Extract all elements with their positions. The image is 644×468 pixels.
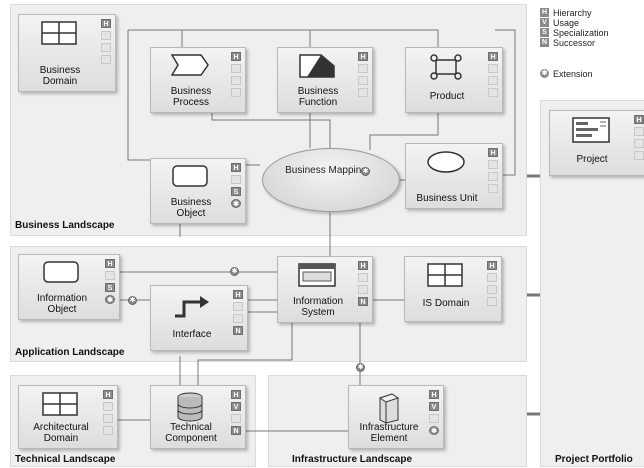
technical-component-label: Technical Component bbox=[165, 422, 217, 444]
project-portfolio-label: Project Portfolio bbox=[555, 454, 633, 465]
information-system-label: Information System bbox=[292, 296, 344, 318]
technical-landscape-label: Technical Landscape bbox=[15, 454, 116, 465]
product-box[interactable]: Product H bbox=[405, 47, 503, 113]
infrastructure-element-label: Infrastructure Element bbox=[359, 422, 419, 444]
project-plan-icon bbox=[572, 117, 610, 143]
product-label: Product bbox=[429, 91, 465, 102]
infrastructure-landscape-label: Infrastructure Landscape bbox=[292, 454, 413, 465]
object-icon bbox=[172, 165, 208, 187]
business-process-box[interactable]: Business Process H bbox=[150, 47, 246, 113]
business-landscape-label: Business Landscape bbox=[15, 220, 115, 231]
interface-label: Interface bbox=[172, 329, 212, 340]
domain-icon bbox=[427, 263, 463, 287]
business-function-box[interactable]: Business Function H bbox=[277, 47, 373, 113]
information-object-label: Information Object bbox=[36, 293, 88, 315]
extension-marker bbox=[361, 167, 370, 176]
database-icon bbox=[177, 392, 203, 422]
domain-icon bbox=[41, 21, 77, 45]
interface-arrows-icon bbox=[175, 296, 209, 318]
business-domain-box[interactable]: Business Domain H bbox=[18, 14, 116, 92]
unit-ellipse-icon bbox=[427, 151, 465, 173]
extension-marker bbox=[230, 267, 239, 276]
business-unit-label: Business Unit bbox=[416, 193, 478, 204]
is-domain-label: IS Domain bbox=[422, 298, 470, 309]
process-arrow-icon bbox=[171, 54, 209, 76]
business-object-label: Business Object bbox=[170, 197, 212, 219]
function-icon bbox=[299, 54, 335, 78]
is-domain-box[interactable]: IS Domain H bbox=[404, 256, 502, 322]
server-icon bbox=[378, 393, 400, 424]
business-function-label: Business Function bbox=[297, 86, 339, 108]
architectural-domain-box[interactable]: Architectural Domain H bbox=[18, 385, 118, 449]
application-landscape-label: Application Landscape bbox=[15, 347, 125, 358]
domain-icon bbox=[42, 392, 78, 416]
extension-marker bbox=[356, 363, 365, 372]
business-process-label: Business Process bbox=[170, 86, 212, 108]
legend-extension: ✱Extension bbox=[540, 69, 593, 79]
object-icon bbox=[43, 261, 79, 283]
project-label: Project bbox=[576, 154, 608, 165]
extension-marker bbox=[128, 296, 137, 305]
business-unit-box[interactable]: Business Unit H bbox=[405, 143, 503, 209]
project-box[interactable]: Project H bbox=[549, 110, 644, 176]
business-mapping-ellipse[interactable]: Business Mapping bbox=[262, 148, 400, 212]
system-window-icon bbox=[298, 263, 336, 287]
product-icon bbox=[430, 54, 462, 80]
business-domain-label: Business Domain bbox=[39, 65, 81, 87]
business-mapping-label: Business Mapping bbox=[285, 165, 367, 176]
architectural-domain-label: Architectural Domain bbox=[33, 422, 89, 444]
